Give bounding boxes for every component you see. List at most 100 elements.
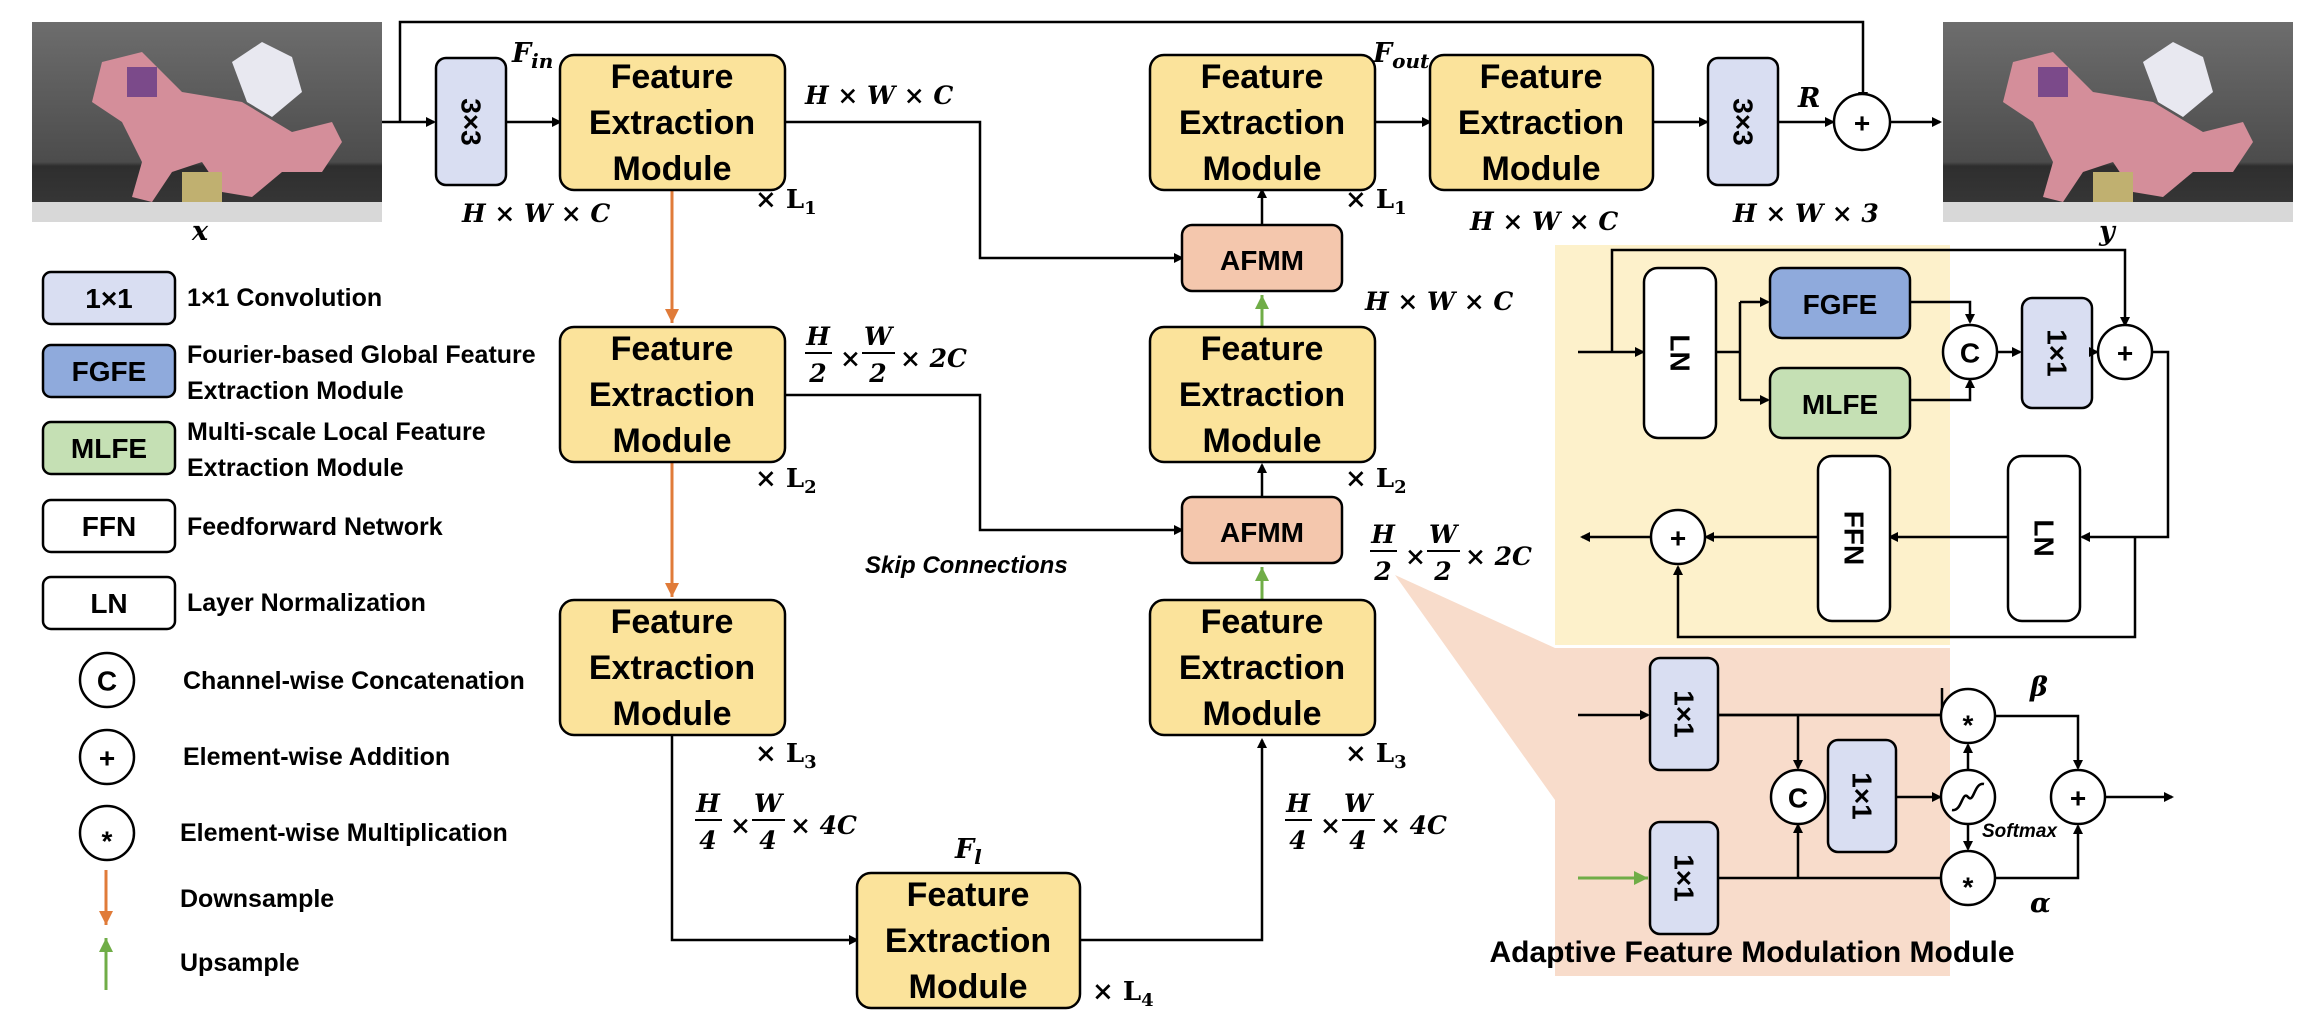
svg-text:Feature: Feature [611,603,734,641]
svg-text:Module: Module [1203,422,1322,460]
svg-text:Extraction Module: Extraction Module [187,377,404,405]
skip-connection-1 [785,120,1184,263]
input-image [32,22,382,222]
svg-text:FFN: FFN [82,511,136,542]
svg-text:1×1 Convolution: 1×1 Convolution [187,284,382,312]
svg-text:Feature: Feature [611,58,734,96]
fem-bottleneck: Feature Extraction Module [855,871,1082,1010]
svg-text:C: C [97,666,117,697]
fem-detail-diagram: LN FGFE MLFE C 1×1 + LN FFN + [1578,248,2170,639]
mult-enc-2: × L2 [755,464,817,498]
svg-text:W: W [1429,520,1460,549]
svg-text:4: 4 [759,826,776,855]
svg-text:1×1: 1×1 [1669,690,1700,738]
fem-ln-2 [2006,454,2082,623]
svg-text:+: + [1854,108,1870,139]
svg-text:1×1: 1×1 [85,283,133,314]
afmm-zoom-wedge [1395,575,1555,800]
fem-enc-3: Feature Extraction Module [558,598,787,737]
mult-enc-1: × L1 [755,185,817,219]
fem-dec-3: Feature Extraction Module [1148,598,1377,737]
svg-text:Extraction: Extraction [885,922,1051,960]
mult-dec-3: × L3 [1345,739,1407,773]
svg-text:4: 4 [1289,826,1306,855]
svg-text:Feature: Feature [1201,58,1324,96]
svg-text:FGFE: FGFE [1803,289,1878,320]
legend-item-mlfe: MLFE Multi-scale Local Feature Extractio… [41,418,486,482]
legend-item-add: + Element-wise Addition [78,728,450,786]
legend: 1×1 1×1 Convolution FGFE Fourier-based G… [41,270,536,990]
svg-text:Extraction: Extraction [1179,649,1345,687]
svg-text:× 4C: × 4C [1380,811,1447,840]
svg-text:2: 2 [808,359,826,388]
dim-fem-out: H × W × C [1469,207,1618,236]
svg-text:H: H [695,789,721,818]
dim-dec-3: H 4 × W 4 × 4C [1285,789,1447,855]
r-label: R [1797,83,1820,114]
f-in-label: Fin [511,38,553,73]
conv3x3-input: 3×3 [434,56,508,187]
svg-text:Fourier-based Global Feature: Fourier-based Global Feature [187,341,536,369]
afmm-1: AFMM [1180,223,1344,293]
output-add-node: + [1832,92,1892,152]
afmm-beta-label: β [2029,672,2048,703]
fem-output: Feature Extraction Module [1428,53,1655,192]
svg-text:Channel-wise Concatenation: Channel-wise Concatenation [183,667,525,695]
output-label: y [2098,216,2117,247]
afmm-alpha-label: α [2030,888,2051,919]
svg-text:× 4C: × 4C [790,811,857,840]
svg-text:Extraction: Extraction [1179,104,1345,142]
svg-text:Module: Module [1203,695,1322,733]
svg-text:Element-wise Addition: Element-wise Addition [183,743,450,771]
svg-text:1×1: 1×1 [1847,772,1878,820]
svg-text:Feedforward Network: Feedforward Network [187,513,443,541]
svg-text:Module: Module [613,422,732,460]
svg-text:+: + [2117,338,2133,369]
dim-enc-2: H 2 × W 2 × 2C [805,322,967,388]
input-label: x [191,216,209,247]
svg-text:H: H [1370,520,1396,549]
svg-text:Module: Module [909,968,1028,1006]
svg-text:AFMM: AFMM [1220,517,1304,548]
svg-text:4: 4 [699,826,716,855]
conv3x3-output: 3×3 [1706,56,1780,187]
dim-dec-1: H × W × C [1364,287,1513,316]
svg-text:H: H [1285,789,1311,818]
svg-text:Extraction Module: Extraction Module [187,454,404,482]
fem-dec-2: Feature Extraction Module [1148,325,1377,464]
svg-text:×: × [1320,811,1341,840]
svg-text:LN: LN [1665,334,1696,371]
fem-enc-2: Feature Extraction Module [558,325,787,464]
svg-text:C: C [1788,783,1808,814]
svg-text:Module: Module [1203,150,1322,188]
legend-item-ffn: FFN Feedforward Network [41,498,443,554]
svg-text:Extraction: Extraction [1179,376,1345,414]
svg-text:Layer Normalization: Layer Normalization [187,589,426,617]
skip-connections-label: Skip Connections [865,552,1068,579]
svg-text:+: + [99,743,115,774]
afmm-softmax-label: Softmax [1982,821,2058,842]
svg-text:1×1: 1×1 [2042,329,2073,377]
svg-text:Element-wise Multiplication: Element-wise Multiplication [180,819,508,847]
mult-dec-1: × L1 [1345,185,1407,219]
mult-enc-3: × L3 [755,739,817,773]
svg-text:C: C [1960,338,1980,369]
svg-text:+: + [2070,783,2086,814]
afmm-concat [1769,768,1827,826]
mult-bottleneck: × L4 [1092,977,1154,1011]
fem-enc-1: Feature Extraction Module [558,53,787,192]
svg-text:×: × [1405,542,1426,571]
legend-item-fgfe: FGFE Fourier-based Global Feature Extrac… [41,341,536,405]
svg-text:Extraction: Extraction [1458,104,1624,142]
f-out-label: Fout [1372,38,1430,73]
svg-text:3×3: 3×3 [1728,98,1759,146]
svg-text:1×1: 1×1 [1669,854,1700,902]
svg-text:Extraction: Extraction [589,104,755,142]
fem-dec-1: Feature Extraction Module [1148,53,1377,192]
svg-text:LN: LN [90,588,127,619]
svg-text:× 2C: × 2C [900,344,967,373]
legend-item-downsample: Downsample [99,870,334,925]
svg-text:2: 2 [1433,557,1451,586]
fem-mlfe [1768,366,1912,440]
